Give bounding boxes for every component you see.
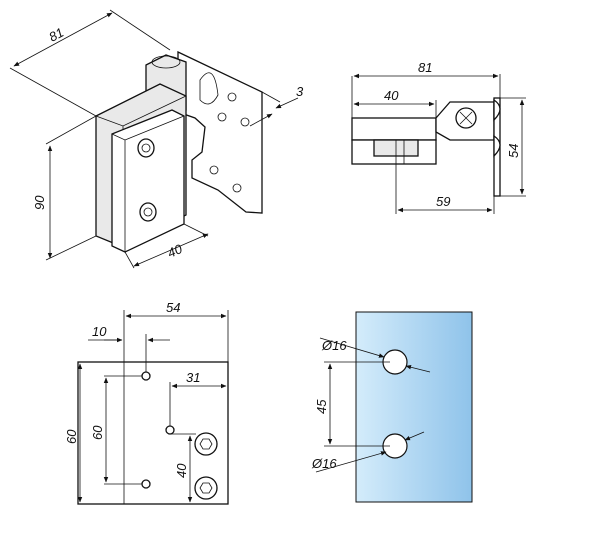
flange-hole-4 xyxy=(209,165,219,175)
front-view: 54 10 31 60 60 40 xyxy=(64,300,229,505)
front-bolt-lower xyxy=(194,476,218,500)
side-clamp-top xyxy=(351,117,437,141)
iso-thickness-label: 3 xyxy=(296,84,304,99)
flange-hole-1 xyxy=(227,92,237,102)
flange-hole-2 xyxy=(217,112,227,122)
iso-width-label: 81 xyxy=(46,25,66,45)
plate-screw-bottom xyxy=(139,202,157,222)
isometric-view: 81 3 90 40 xyxy=(9,9,304,269)
flange-cutout xyxy=(199,72,219,105)
iso-plate-width-label: 40 xyxy=(165,241,185,261)
glass-panel-view: Ø16 45 Ø16 xyxy=(311,311,473,503)
front-hole-mid xyxy=(165,425,175,435)
side-offset-label: 59 xyxy=(436,194,450,209)
iso-height-label: 90 xyxy=(32,195,47,210)
front-hole-bottom-left xyxy=(141,479,151,489)
glass-panel xyxy=(355,311,473,503)
front-height-label: 60 xyxy=(64,429,79,444)
glass-hole-bottom-label: Ø16 xyxy=(311,456,337,471)
knuckle-top xyxy=(151,55,181,69)
front-hole-offset-label: 10 xyxy=(92,324,107,339)
front-clamp-plate xyxy=(111,109,185,253)
side-knuckle xyxy=(493,98,501,122)
plate-screw-top xyxy=(137,138,155,158)
flange-hole-3 xyxy=(240,117,250,127)
side-height-label: 54 xyxy=(506,144,521,158)
front-hole-spacing-label: 31 xyxy=(186,370,200,385)
flange-hole-5 xyxy=(232,183,242,193)
front-bottom-spacing-label: 40 xyxy=(174,463,189,478)
side-clamp-depth-label: 40 xyxy=(384,88,399,103)
front-hole-top-left xyxy=(141,371,151,381)
glass-hole-top-label: Ø16 xyxy=(321,338,347,353)
side-view: 81 40 59 54 xyxy=(351,60,526,214)
front-bolt-upper xyxy=(194,432,218,456)
front-width-label: 54 xyxy=(166,300,180,315)
back-flange xyxy=(177,50,263,214)
side-width-label: 81 xyxy=(418,60,432,75)
side-screw xyxy=(455,107,477,129)
front-inner-height-label: 60 xyxy=(90,425,105,440)
glass-hole-spacing-label: 45 xyxy=(314,399,329,414)
